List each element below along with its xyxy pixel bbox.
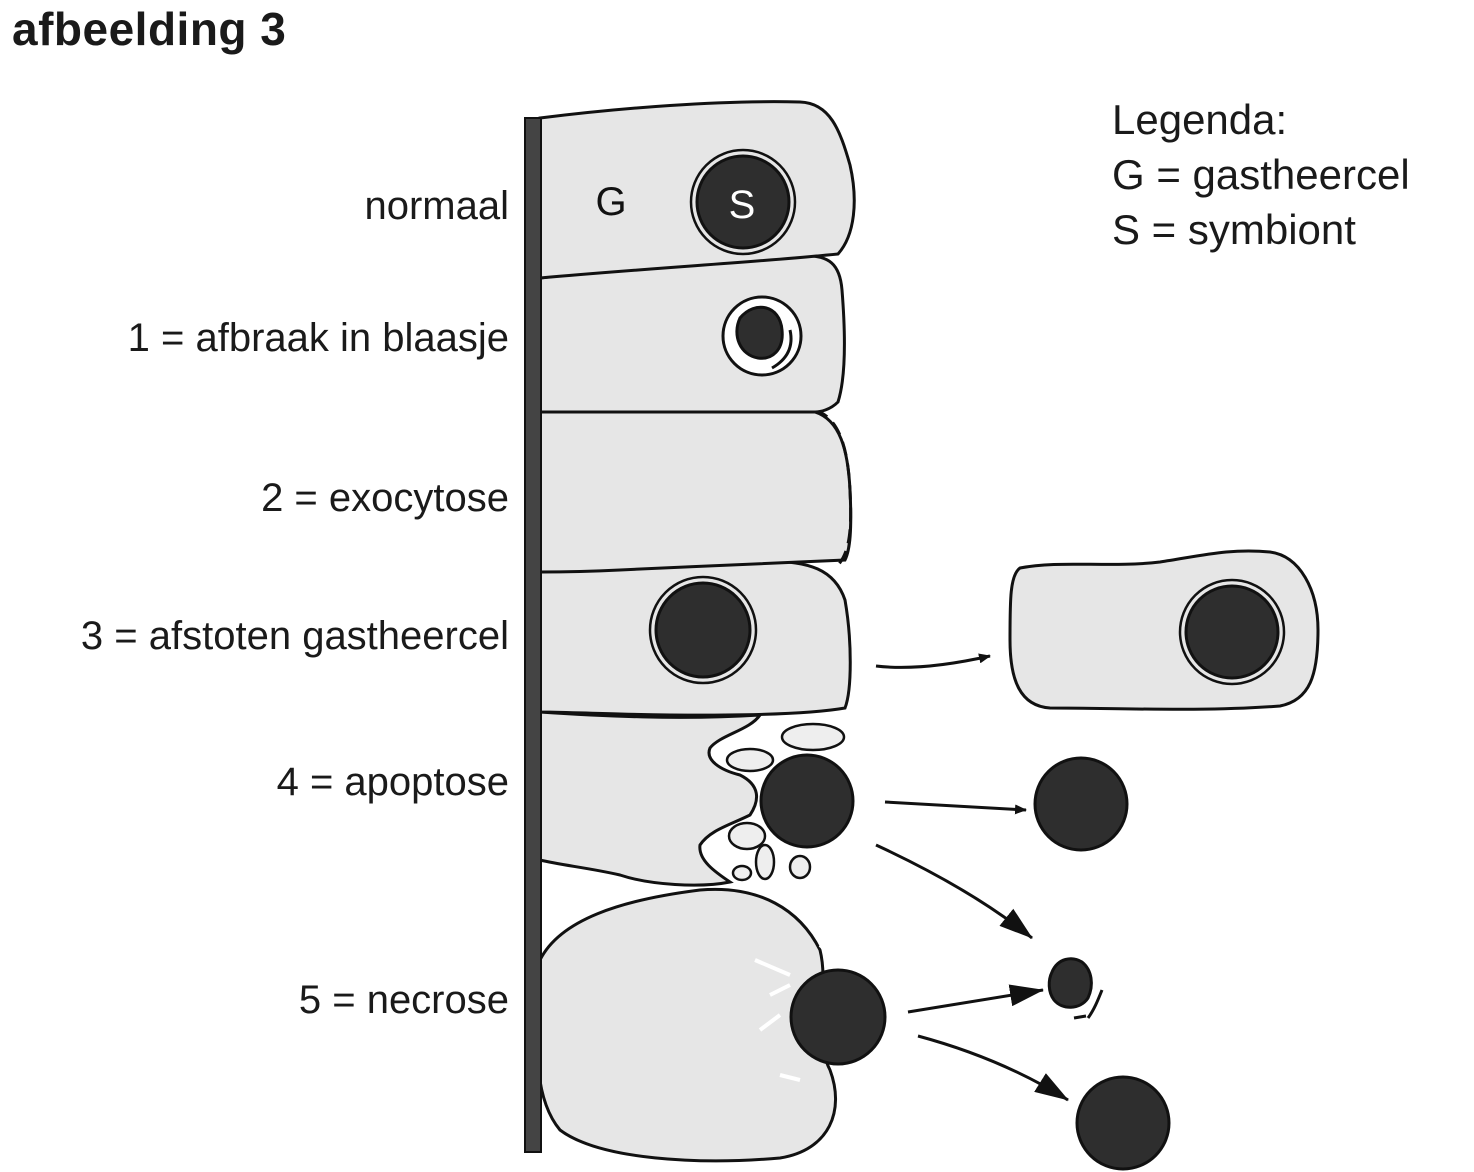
necrotic-cell [535, 887, 838, 1163]
apoptotic-vesicle [780, 722, 846, 752]
membrane-fragment [1086, 989, 1104, 1019]
released-symbiont-necrosis [1075, 1075, 1171, 1171]
degrading-symbiont [735, 305, 784, 360]
symbiont-letter: S [729, 183, 756, 227]
arrow-expulsion [875, 653, 991, 669]
apoptotic-vesicle [731, 864, 753, 882]
released-symbiont-apoptosis [1033, 756, 1129, 852]
apoptotic-cell [538, 710, 763, 887]
arrow-necrosis-degradation [907, 984, 1044, 1014]
necrosis-symbiont [789, 968, 887, 1066]
row3-symbiont [654, 581, 752, 679]
apoptotic-vesicle [725, 747, 775, 773]
label-degradation-vesicle: 1 = afbraak in blaasje [127, 316, 509, 360]
label-necrosis: 5 = necrose [298, 978, 509, 1022]
apoptotic-vesicle [788, 854, 812, 880]
apoptotic-vesicle [754, 843, 776, 881]
expelled-symbiosome-membrane [1178, 578, 1286, 686]
legend-symbiont: S = symbiont [1112, 206, 1356, 253]
label-normal: normaal [364, 184, 509, 228]
degraded-symbiont [1047, 957, 1093, 1009]
normal-symbiont [695, 154, 791, 250]
label-apoptosis: 4 = apoptose [276, 760, 509, 804]
legend-heading: Legenda: [1112, 96, 1288, 143]
membrane-fragment [771, 329, 793, 370]
membrane-fragment [1073, 1014, 1087, 1020]
apoptosis-symbiont [759, 753, 855, 849]
exocytosis-opening [814, 408, 853, 570]
apoptotic-vesicle [727, 821, 767, 851]
basal-membrane [524, 117, 542, 1153]
label-host-cell-expulsion: 3 = afstoten gastheercel [80, 614, 509, 658]
host-cell-row2 [538, 410, 853, 574]
label-exocytosis: 2 = exocytose [261, 476, 509, 520]
legend-host-cell: G = gastheercel [1112, 151, 1410, 198]
figure-title: afbeelding 3 [12, 3, 287, 55]
necrosis-fragments [754, 943, 842, 1082]
arrow-apoptosis-release [884, 800, 1027, 815]
host-cell-letter: G [595, 180, 626, 224]
legend: Legenda: G = gastheercel S = symbiont [1112, 92, 1410, 257]
arrow-apoptosis-degradation [875, 843, 1033, 940]
arrow-necrosis-release [917, 1034, 1069, 1102]
normal-symbiosome-membrane [689, 148, 797, 256]
row3-symbiosome-membrane [648, 575, 758, 685]
expelled-symbiont [1184, 584, 1280, 680]
